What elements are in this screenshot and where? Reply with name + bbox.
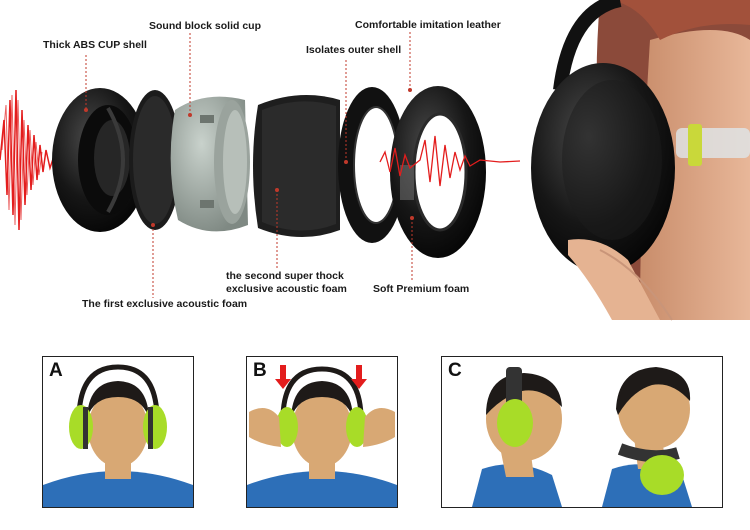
sound-wave-left (0, 89, 63, 231)
panel-c-illustration (472, 367, 692, 507)
leader-lines (85, 32, 413, 298)
first-acoustic-foam-part (129, 90, 181, 230)
abs-cup-shell-part (52, 88, 148, 232)
panel-a-letter: A (49, 360, 63, 381)
sound-wave-right (379, 135, 521, 187)
wearer-photo (531, 0, 750, 321)
label-second-foam-2: exclusive acoustic foam (226, 283, 347, 295)
label-outer-shell: Isolates outer shell (306, 44, 402, 56)
label-second-foam-1: the second super thock (226, 270, 344, 282)
label-abs-cup-shell: Thick ABS CUP shell (43, 39, 147, 51)
panel-a: A (42, 356, 194, 508)
second-acoustic-foam-part (253, 95, 340, 238)
sound-block-cup-part (170, 96, 250, 232)
outer-shell-ring-part (338, 87, 406, 243)
label-first-acoustic-foam: The first exclusive acoustic foam (82, 298, 248, 310)
exploded-view (0, 0, 750, 321)
panel-c-letter: C (448, 360, 462, 381)
panel-a-illustration (43, 364, 193, 507)
panel-c: C (441, 356, 723, 508)
panel-b-letter: B (253, 360, 267, 381)
panel-b-illustration (247, 365, 397, 507)
label-soft-premium-foam: Soft Premium foam (373, 283, 470, 295)
label-imitation-leather: Comfortable imitation leather (355, 19, 501, 31)
panel-b: B (246, 356, 398, 508)
label-sound-block-cup: Sound block solid cup (149, 20, 262, 32)
